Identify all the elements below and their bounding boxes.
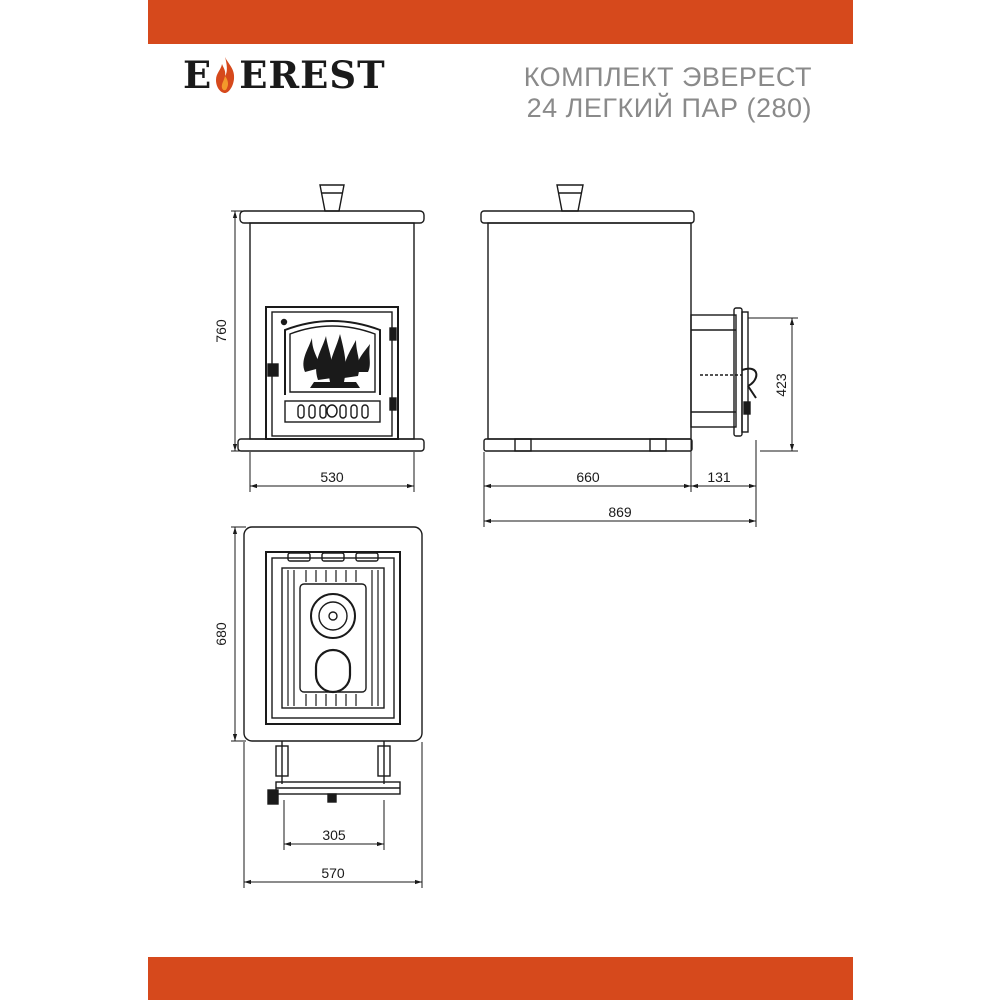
top-outline [243,526,423,742]
logo-letters-rest: EREST [239,53,386,97]
hot-plate-ring [318,601,348,631]
top-vent-2 [321,552,345,562]
side-top-plate [480,210,695,224]
top-hearth-frame [265,551,401,725]
tap-valve [743,401,751,415]
dim-top-depth: 680 [213,622,229,646]
stone-grid-bars [287,570,379,706]
dim-side-body-depth: 660 [576,469,600,485]
door-hinge-bottom [389,397,397,411]
top-accent-bar [148,0,853,44]
stone-grid-outer [281,567,385,709]
title-line-1: КОМПЛЕКТ ЭВЕРЕСТ [523,62,812,92]
door-flame-decor [303,334,370,388]
door-rivet [280,318,288,326]
ash-vent-slots [297,404,369,419]
dim-top-width: 570 [321,865,345,881]
chimney-opening [314,648,352,694]
tank-knob-top [327,793,337,803]
water-tank-lid [741,311,749,433]
dimension-lines [231,210,798,888]
top-vent-3 [355,552,379,562]
dim-side-tank-depth: 131 [707,469,731,485]
top-vent-1 [287,552,311,562]
brand-logo: E EREST [183,50,386,100]
dim-side-tank-height: 423 [773,373,789,397]
dim-front-height: 760 [213,319,229,343]
fire-door-frame [265,306,399,440]
front-top-plate [239,210,425,224]
flame-icon [216,57,235,93]
dim-front-width: 530 [320,469,344,485]
tank-tap-top [267,789,279,805]
hot-plate-center [328,611,338,621]
side-view [480,184,758,452]
tank-lug-left [275,745,289,777]
front-base [237,438,425,452]
dim-side-total-depth: 869 [608,504,632,520]
front-view [237,184,425,452]
fire-door-arch [284,320,381,395]
top-hearth-inner [271,557,395,719]
side-body [487,222,692,440]
water-tap [741,367,758,387]
top-view [243,526,423,805]
fire-door-glass [289,325,376,393]
door-hinge-top [389,327,397,341]
side-foot-back [649,438,667,452]
side-chimney [556,184,584,212]
tap-spout [747,385,757,399]
door-handle [267,363,279,377]
water-tank-flange [733,307,743,437]
hot-plate [310,593,356,639]
bottom-accent-bar [148,957,853,1000]
page-title: КОМПЛЕКТ ЭВЕРЕСТ 24 ЛЕГКИЙ ПАР (280) [524,62,812,124]
side-foot-front [514,438,532,452]
ash-vent-panel [284,400,381,423]
logo-letter-e: E [183,53,213,97]
title-line-2: 24 ЛЕГКИЙ ПАР (280) [526,93,812,123]
tank-lug-right [377,745,391,777]
front-chimney [319,184,345,212]
side-base [483,438,693,452]
dim-top-tank-width: 305 [322,827,346,843]
water-tank [690,314,737,428]
